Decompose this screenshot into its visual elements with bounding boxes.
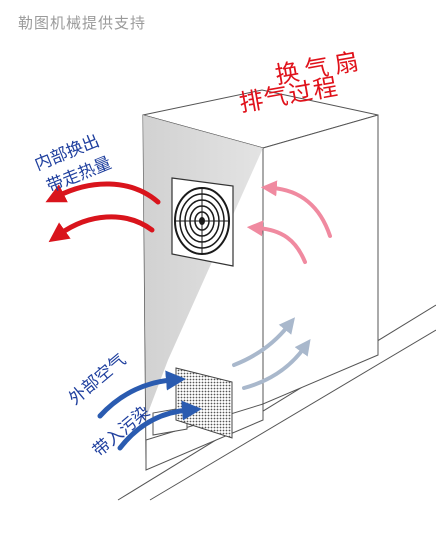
exhaust-arrow-upper xyxy=(45,181,161,205)
fan-icon xyxy=(171,177,234,267)
exhaust-arrow-lower xyxy=(48,214,155,243)
inner-flow-cool xyxy=(232,317,311,390)
exhaust-arrows xyxy=(45,181,161,243)
cabinet-side xyxy=(262,114,379,405)
watermark: 勒图机械提供支持 xyxy=(18,14,147,32)
inner-flow-hot xyxy=(246,180,332,264)
intake-arrow-lower xyxy=(117,400,202,451)
ground-lines xyxy=(117,304,436,501)
filter-grille-icon xyxy=(175,367,233,439)
intake-arrows xyxy=(97,370,202,451)
intake-arrow-upper xyxy=(97,370,186,419)
